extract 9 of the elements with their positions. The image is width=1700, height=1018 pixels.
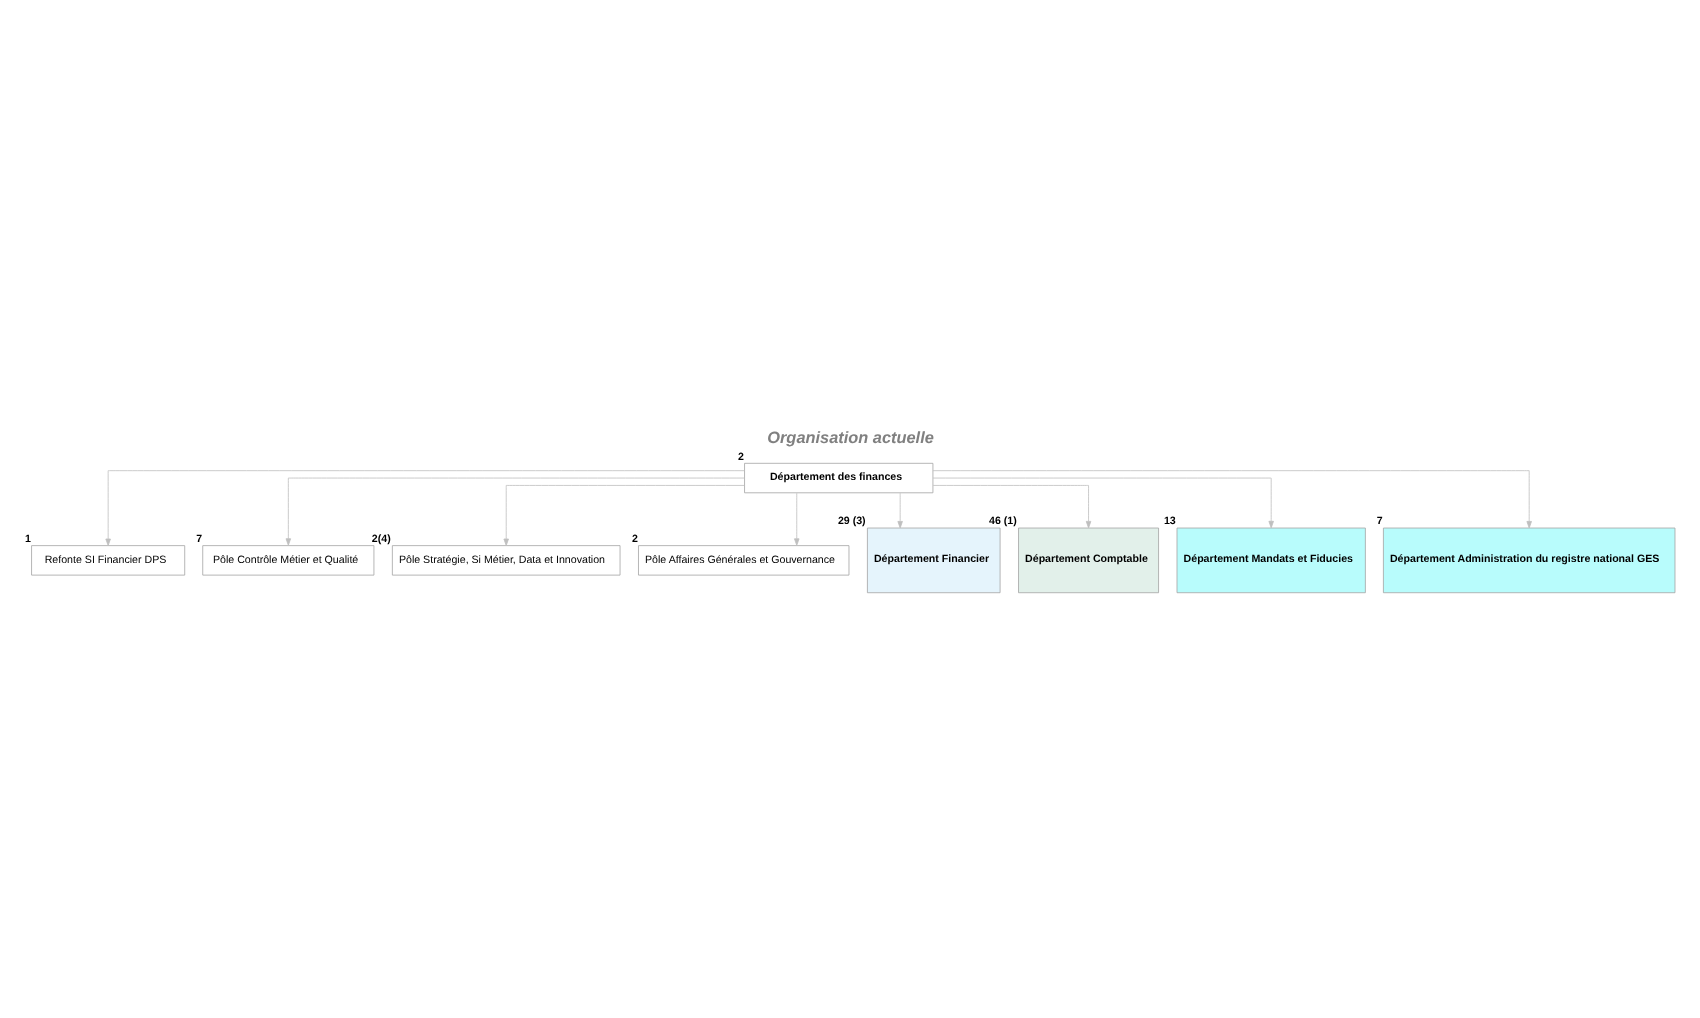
arrow — [932, 484, 1092, 528]
arrow — [897, 491, 903, 528]
diagram-title: Organisation actuelle — [767, 427, 934, 446]
arrow — [285, 476, 745, 545]
arrow — [503, 484, 745, 545]
arrow — [794, 491, 800, 545]
arrow — [105, 469, 745, 545]
arrow — [932, 476, 1274, 528]
arrow — [932, 469, 1532, 528]
